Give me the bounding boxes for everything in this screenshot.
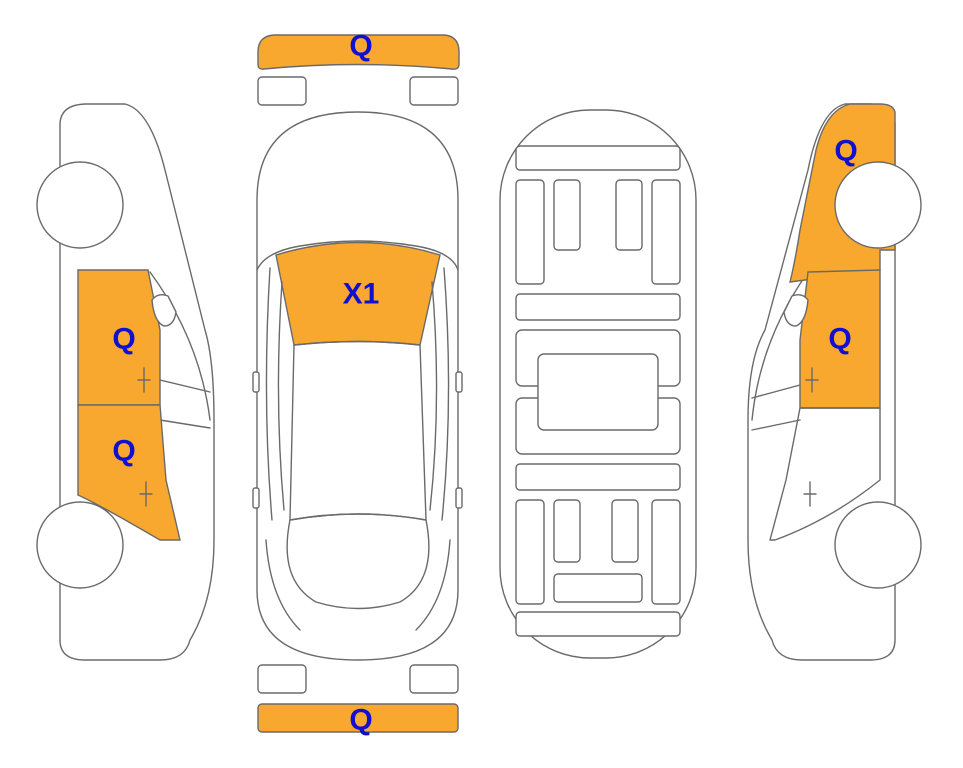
front-right-headlight[interactable] — [409, 76, 459, 106]
front-bumper-group — [257, 34, 460, 106]
right-front-wheel[interactable] — [834, 501, 922, 589]
left-front-door-label: Q — [112, 323, 135, 356]
left-rear-door[interactable] — [77, 404, 181, 541]
rear-bumper-label: Q — [349, 704, 372, 737]
top-view — [252, 111, 463, 661]
front-bumper-label: Q — [349, 30, 372, 63]
top-view-body[interactable] — [256, 111, 459, 661]
right-side-marker — [455, 487, 463, 509]
front-left-headlight[interactable] — [257, 76, 307, 106]
rear-right-taillight[interactable] — [409, 664, 459, 694]
right-rear-quarter-label: Q — [834, 135, 857, 168]
underbody-view — [499, 109, 697, 659]
rear-bumper-group — [257, 664, 459, 733]
left-front-wheel[interactable] — [36, 161, 124, 249]
left-rear-door-label: Q — [112, 435, 135, 468]
left-side-mirror[interactable] — [151, 293, 177, 327]
rear-bumper[interactable] — [257, 703, 459, 733]
damage-labels: Q X1 Q Q Q Q Q — [112, 30, 857, 737]
rear-left-taillight[interactable] — [257, 664, 307, 694]
hood-label: X1 — [343, 278, 380, 311]
left-mirror[interactable] — [252, 371, 260, 393]
right-rear-wheel[interactable] — [834, 161, 922, 249]
right-mirror[interactable] — [455, 371, 463, 393]
left-side-view — [36, 103, 215, 661]
right-rear-door-label: Q — [828, 323, 851, 356]
left-front-door[interactable] — [77, 269, 161, 406]
left-side-marker — [252, 487, 260, 509]
right-side-view — [747, 103, 922, 661]
left-rear-wheel[interactable] — [36, 501, 124, 589]
right-side-mirror[interactable] — [783, 293, 809, 327]
front-bumper[interactable] — [257, 34, 460, 70]
